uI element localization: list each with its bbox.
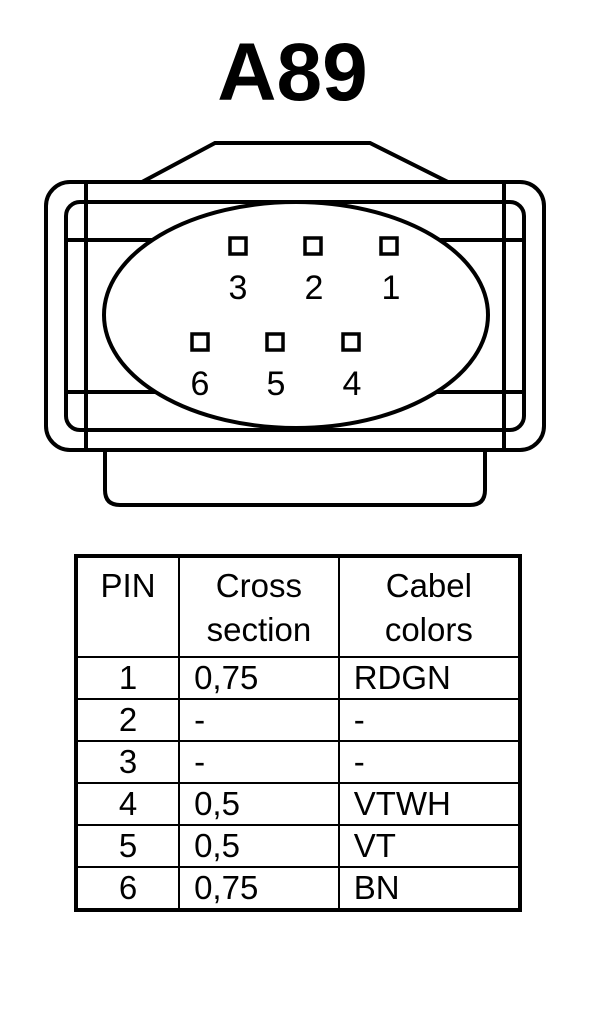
cell-cross-section: 0,75	[178, 866, 340, 911]
cell-cable-color: -	[337, 698, 522, 742]
pin-4-socket	[341, 332, 361, 352]
pin-label-1: 1	[382, 269, 401, 307]
pin-3-socket	[228, 236, 248, 256]
pin-table: PIN Cross section Cabel colors 1 0,75 RD…	[74, 554, 522, 912]
pin-1-socket	[379, 236, 399, 256]
cell-cross-section: -	[178, 698, 340, 742]
connector-drawing: 3 2 1 6 5 4	[44, 141, 546, 507]
pin-label-5: 5	[267, 365, 286, 403]
pin-label-2: 2	[305, 269, 324, 307]
cell-pin: 4	[74, 782, 181, 826]
cell-pin: 5	[74, 824, 181, 868]
connector-top-tab	[141, 141, 449, 184]
cell-cable-color: BN	[337, 866, 522, 911]
pin-label-3: 3	[229, 269, 248, 307]
cell-cable-color: RDGN	[337, 656, 522, 700]
connector-face-oval	[102, 200, 490, 430]
pin-table-header-row: PIN Cross section Cabel colors	[74, 555, 522, 658]
header-pin: PIN	[74, 555, 181, 658]
cell-pin: 3	[74, 740, 181, 784]
pin-label-4: 4	[343, 365, 362, 403]
pin-5-socket	[265, 332, 285, 352]
cell-pin: 1	[74, 656, 181, 700]
pin-label-6: 6	[191, 365, 210, 403]
cell-cable-color: -	[337, 740, 522, 784]
cell-pin: 6	[74, 866, 181, 911]
connector-bottom-tab	[103, 450, 487, 507]
cell-cross-section: 0,5	[178, 782, 340, 826]
header-cross-line2: section	[206, 611, 312, 648]
table-row: 5 0,5 VT	[74, 824, 522, 868]
header-color-line2: colors	[384, 611, 473, 648]
table-row: 4 0,5 VTWH	[74, 782, 522, 826]
pin-2-socket	[303, 236, 323, 256]
header-cross-line1: Cross	[215, 567, 302, 604]
header-cable-colors: Cabel colors	[337, 555, 522, 658]
header-cross-section: Cross section	[178, 555, 340, 658]
cell-cross-section: -	[178, 740, 340, 784]
cell-cross-section: 0,75	[178, 656, 340, 700]
cell-pin: 2	[74, 698, 181, 742]
connector-title: A89	[217, 27, 368, 118]
table-row: 1 0,75 RDGN	[74, 656, 522, 700]
table-row: 6 0,75 BN	[74, 866, 522, 911]
table-row: 3 - -	[74, 740, 522, 784]
cell-cable-color: VTWH	[337, 782, 522, 826]
cell-cross-section: 0,5	[178, 824, 340, 868]
connector-housing-outer	[44, 180, 546, 452]
header-pin-line1: PIN	[100, 567, 156, 604]
table-row: 2 - -	[74, 698, 522, 742]
pin-6-socket	[190, 332, 210, 352]
header-color-line1: Cabel	[385, 567, 472, 604]
cell-cable-color: VT	[337, 824, 522, 868]
